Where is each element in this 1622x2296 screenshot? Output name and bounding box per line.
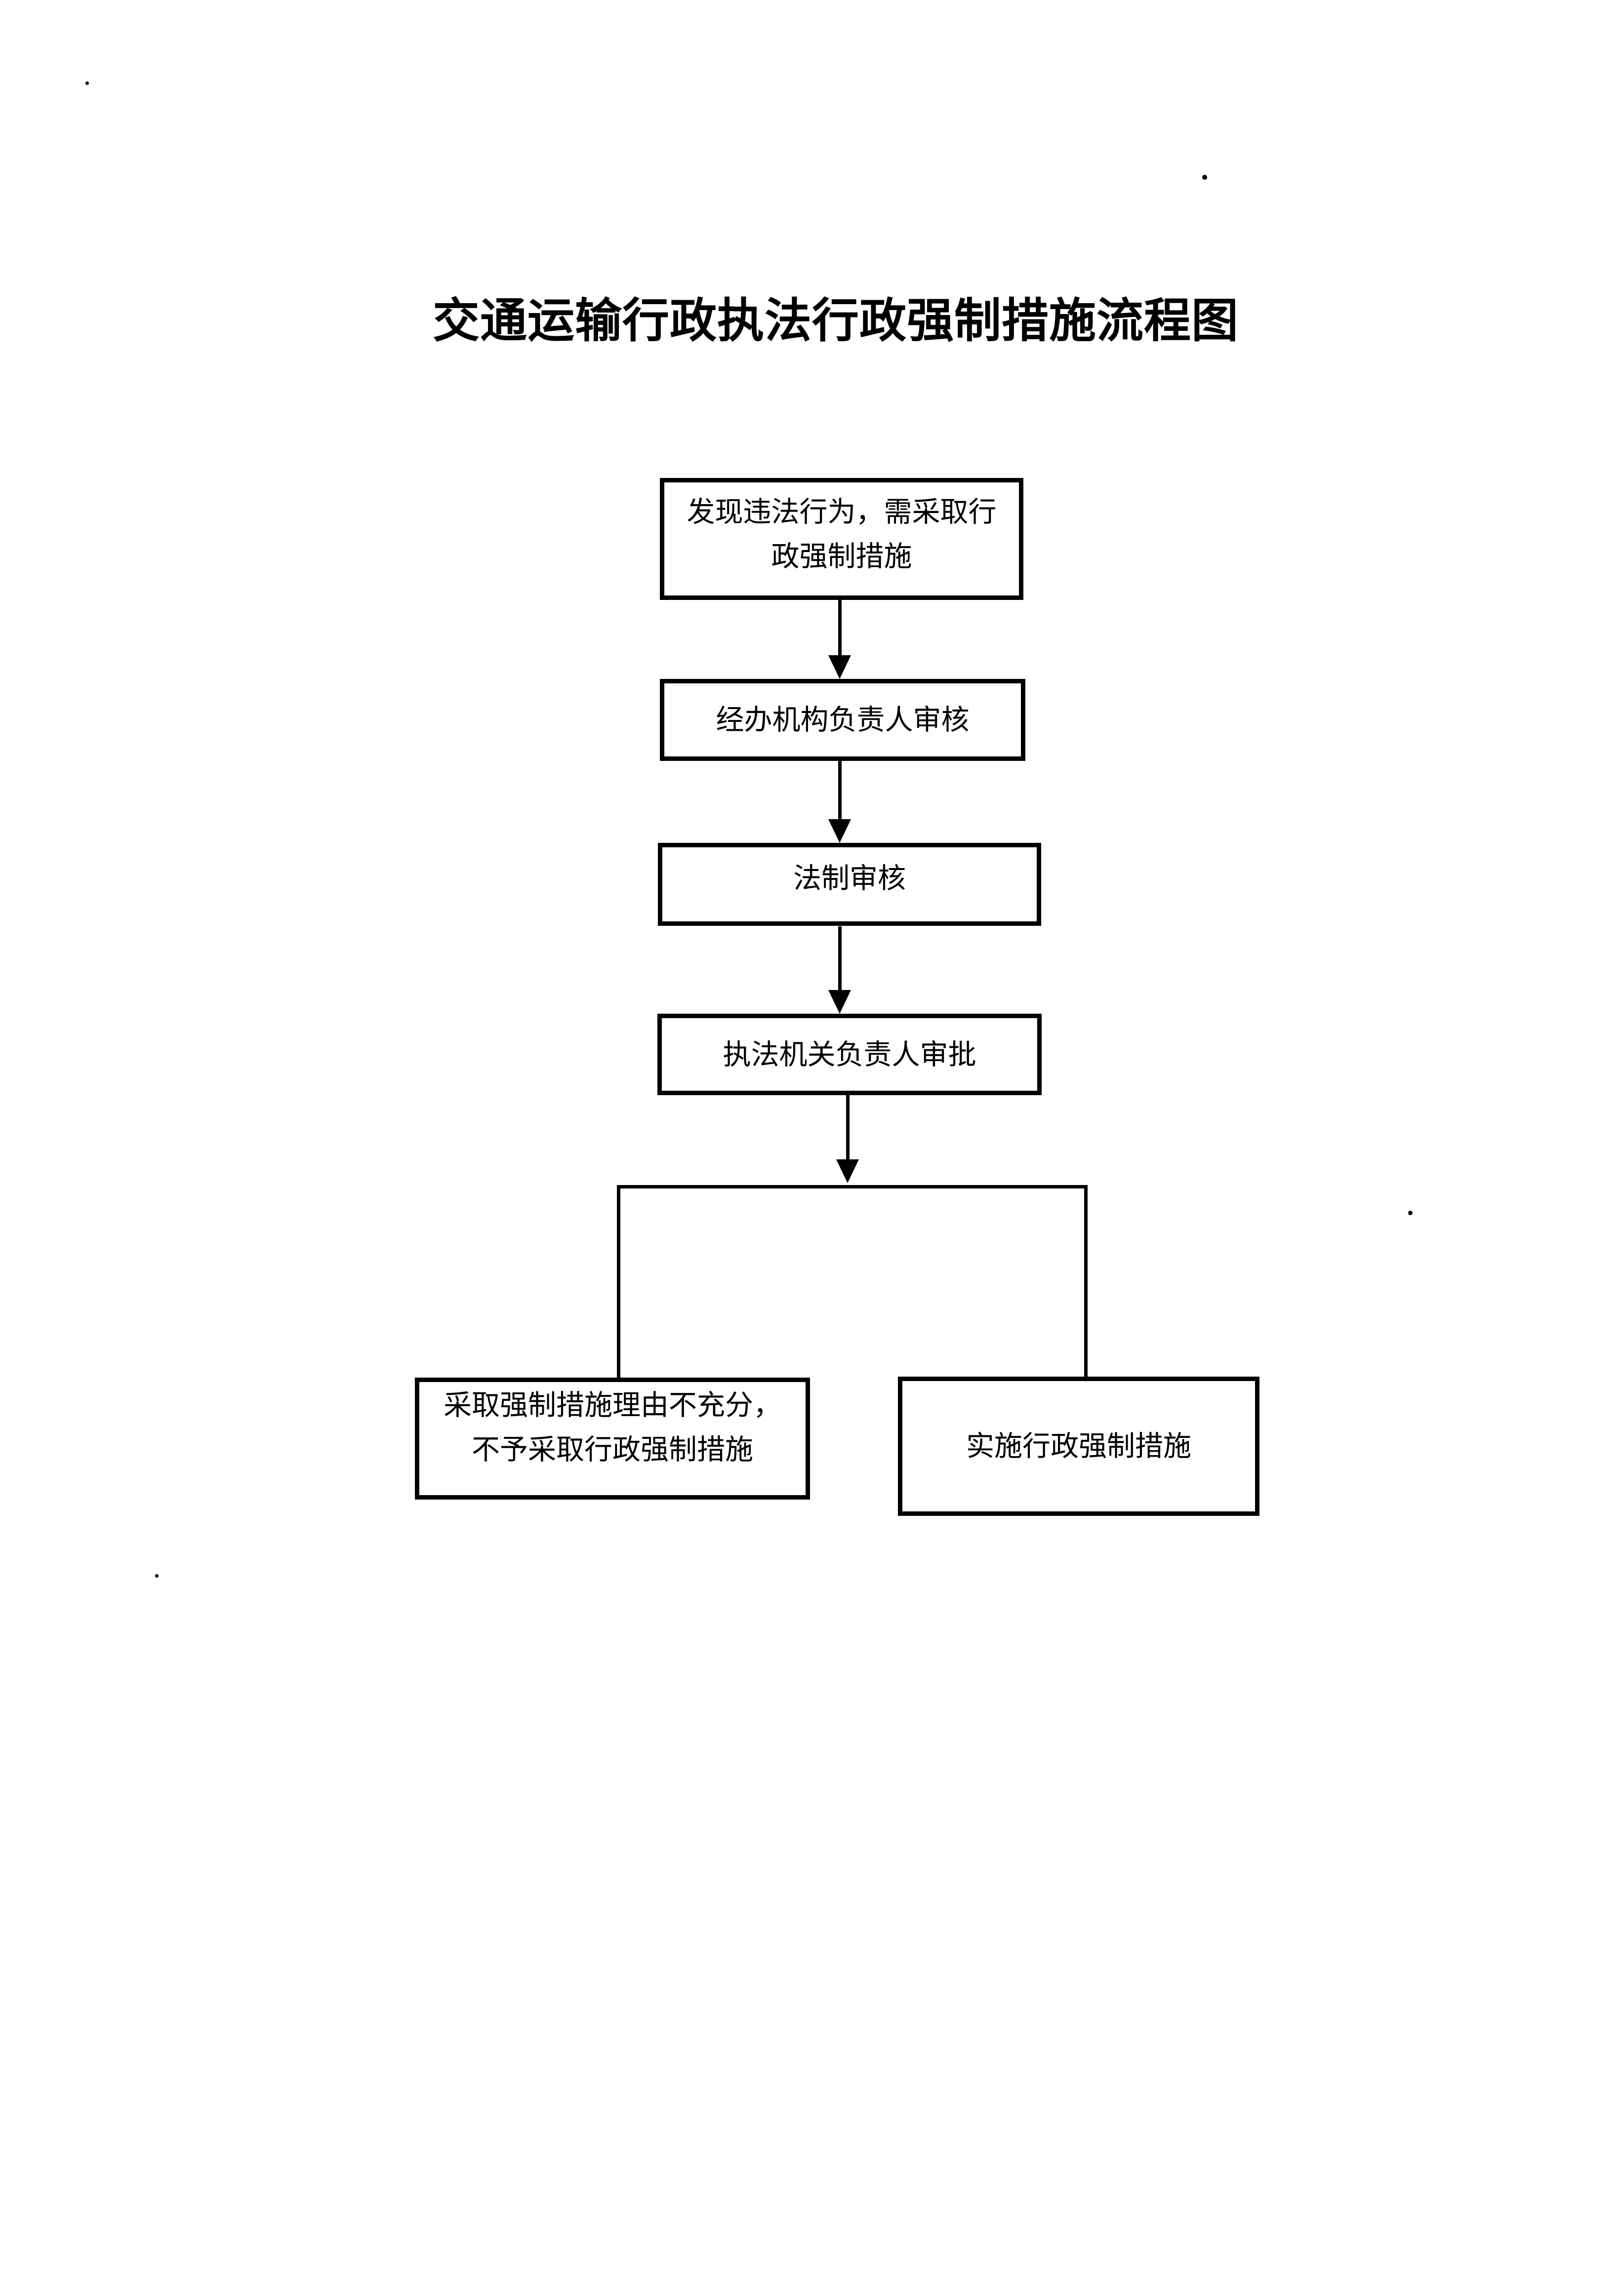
node-text-line: 采取强制措施理由不充分， <box>444 1389 781 1421</box>
arrow-down-icon <box>828 990 851 1014</box>
arrow-down-icon <box>836 1159 859 1183</box>
flow-node-insufficient-reason: 采取强制措施理由不充分， 不予采取行政强制措施 <box>415 1378 810 1500</box>
scan-speck <box>85 81 89 85</box>
flow-node-implement-measures: 实施行政强制措施 <box>898 1377 1259 1516</box>
connector-line <box>838 926 842 990</box>
page-title: 交通运输行政执法行政强制措施流程图 <box>432 295 1239 347</box>
branch-line-horizontal <box>617 1185 1088 1188</box>
flow-node-legal-review: 法制审核 <box>658 843 1041 926</box>
flow-node-agency-leader-review: 经办机构负责人审核 <box>660 679 1025 761</box>
arrow-down-icon <box>828 819 851 843</box>
connector-line <box>838 600 842 658</box>
connector-line <box>838 761 842 819</box>
node-text-line: 法制审核 <box>793 862 906 894</box>
scan-speck <box>1202 175 1207 180</box>
node-text-line: 政强制措施 <box>771 540 912 572</box>
flow-node-detect-violation: 发现违法行为，需采取行 政强制措施 <box>660 478 1023 600</box>
branch-line-right <box>1084 1185 1088 1379</box>
scan-speck <box>1408 1211 1413 1215</box>
arrow-down-icon <box>828 655 851 679</box>
node-text-line: 执法机关负责人审批 <box>723 1038 976 1070</box>
node-text-line: 经办机构负责人审核 <box>716 704 970 736</box>
node-text-line: 发现违法行为，需采取行 <box>687 496 997 528</box>
connector-line <box>846 1095 850 1160</box>
node-text-line: 实施行政强制措施 <box>966 1430 1191 1462</box>
branch-line-left <box>617 1185 620 1379</box>
node-text-line: 不予采取行政强制措施 <box>472 1434 753 1465</box>
flow-node-enforcement-leader-approval: 执法机关负责人审批 <box>657 1014 1042 1095</box>
scan-speck <box>155 1574 159 1578</box>
